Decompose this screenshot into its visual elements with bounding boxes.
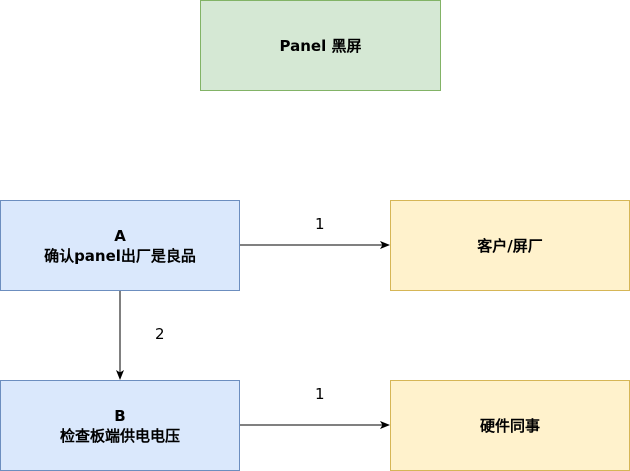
edge-label-a-to-customer: 1 — [315, 215, 325, 233]
node-b-id: B — [114, 406, 126, 425]
node-hardware-colleague: 硬件同事 — [390, 380, 630, 471]
node-a-label: 确认panel出厂是良品 — [44, 246, 196, 265]
node-customer-label: 客户/屏厂 — [477, 236, 543, 255]
node-hardware-label: 硬件同事 — [479, 416, 540, 435]
node-a-id: A — [114, 226, 126, 245]
node-panel-black-screen-label: Panel 黑屏 — [279, 36, 362, 55]
edge-label-a-to-b: 2 — [155, 325, 165, 343]
node-a-confirm-panel: A 确认panel出厂是良品 — [0, 200, 240, 291]
edge-label-b-to-hardware: 1 — [315, 385, 325, 403]
node-b-label: 检查板端供电电压 — [59, 426, 180, 445]
node-customer-panel-factory: 客户/屏厂 — [390, 200, 630, 291]
node-b-check-voltage: B 检查板端供电电压 — [0, 380, 240, 471]
node-panel-black-screen: Panel 黑屏 — [200, 0, 441, 91]
